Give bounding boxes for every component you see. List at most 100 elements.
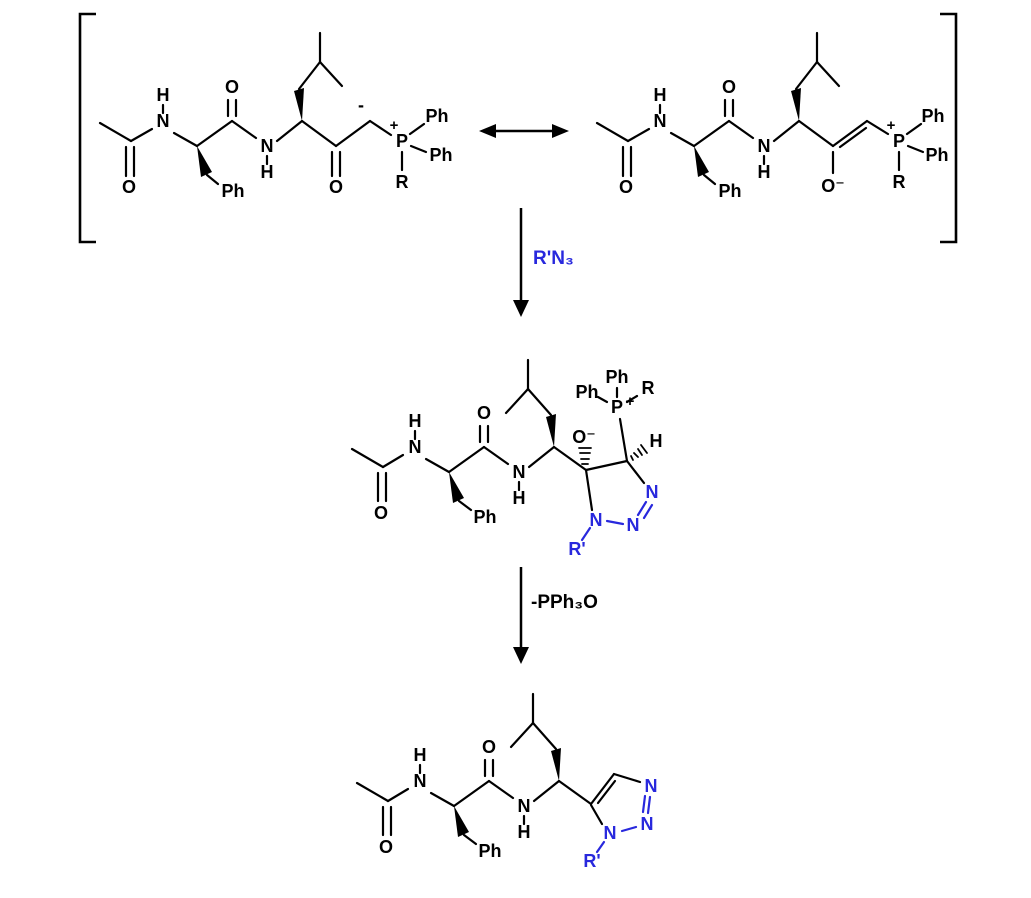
r-group-label: R — [893, 172, 906, 192]
bond-n-rprime — [595, 840, 606, 854]
phenyl-label: Ph — [925, 145, 948, 165]
bond — [527, 445, 556, 469]
phenyl-label: Ph — [425, 106, 448, 126]
hydrogen-label: H — [758, 162, 771, 182]
reagent-label-azide: R'N₃ — [533, 248, 574, 269]
hydrogen-label: H — [409, 411, 422, 431]
bond-n-n — [605, 519, 625, 526]
bond-c-c-double — [589, 772, 616, 806]
structure-enolate-ylide: H N O O N H Ph O⁻ + P Ph Ph R — [595, 31, 949, 201]
bond — [526, 387, 553, 417]
bond-n-n — [620, 825, 638, 833]
oxygen-label: O — [619, 177, 633, 197]
bond — [797, 119, 835, 148]
bond — [318, 60, 344, 88]
bond — [906, 144, 925, 154]
wedge-bond — [197, 146, 212, 177]
step1-arrow: R'N₃ — [513, 208, 574, 317]
bond — [300, 119, 338, 148]
bond — [275, 119, 304, 143]
nitrogen-label: N — [758, 136, 771, 156]
bond — [355, 781, 390, 803]
bond — [772, 119, 801, 143]
bond — [129, 127, 154, 143]
charge-plus: + — [887, 117, 896, 134]
hash-bond-tick — [637, 448, 643, 456]
ring-nitrogen-label: N — [627, 515, 640, 535]
phosphorus-label: P — [611, 397, 623, 417]
nitrogen-label: N — [261, 136, 274, 156]
r-group-label: R — [642, 378, 655, 398]
bond — [557, 779, 593, 806]
reagent-label-pph3o: -PPh₃O — [531, 592, 598, 613]
arrowhead-left — [479, 124, 496, 138]
bond — [334, 119, 372, 148]
bond — [230, 119, 258, 140]
bond — [625, 394, 639, 404]
bond — [626, 127, 651, 143]
bond — [452, 779, 491, 808]
phenyl-label: Ph — [478, 841, 501, 861]
bond — [625, 459, 646, 485]
oxygen-label: O — [379, 837, 393, 857]
bond — [487, 779, 515, 800]
nitrogen-label: N — [654, 111, 667, 131]
phenyl-label: Ph — [575, 382, 598, 402]
bond — [865, 119, 890, 136]
bond — [462, 833, 478, 846]
bond — [368, 119, 393, 137]
nitrogen-label: N — [414, 771, 427, 791]
bond-n-rprime — [580, 526, 592, 542]
arrowhead-down — [513, 300, 529, 317]
wedge-bond — [294, 88, 304, 121]
bond-n-n-double — [641, 794, 647, 814]
bond — [482, 445, 510, 466]
oxygen-label: O — [225, 77, 239, 97]
hash-bond-tick — [633, 452, 639, 458]
bond — [692, 119, 731, 148]
phenyl-label: Ph — [718, 181, 741, 201]
bond — [409, 144, 428, 154]
oxygen-label: O — [482, 737, 496, 757]
arrowhead-down — [513, 647, 529, 664]
wedge-bond — [454, 806, 469, 837]
bond — [905, 122, 923, 136]
bond — [205, 173, 220, 186]
phosphorus-label: P — [893, 131, 905, 151]
bond — [408, 122, 426, 136]
bond — [457, 499, 473, 512]
bond-n-n-double — [642, 503, 654, 520]
arrowhead-right — [552, 124, 569, 138]
bond — [584, 459, 629, 472]
bond — [532, 779, 561, 803]
oxygen-label: O — [374, 503, 388, 523]
wedge-bond — [546, 414, 556, 447]
nitrogen-label: N — [518, 796, 531, 816]
nitrogen-label: N — [157, 111, 170, 131]
bond — [447, 445, 486, 474]
bond — [815, 60, 841, 88]
hydrogen-label: H — [261, 162, 274, 182]
charge-plus: + — [390, 117, 399, 134]
hash-bond-tick — [640, 444, 648, 454]
hydrogen-label: H — [518, 822, 531, 842]
phenyl-label: Ph — [221, 181, 244, 201]
structure-triazoline-intermediate: H N O O N H Ph O⁻ H P + Ph Ph R N N N R' — [350, 358, 663, 559]
bond — [98, 121, 133, 143]
bracket-left — [78, 12, 96, 244]
oxygen-label: O — [722, 77, 736, 97]
bond — [424, 457, 451, 474]
bond — [172, 131, 199, 148]
r-group-label: R — [396, 172, 409, 192]
nitrogen-label: N — [513, 462, 526, 482]
bond-c-c-double — [596, 779, 617, 805]
hydrogen-label: H — [650, 431, 663, 451]
phenyl-label: Ph — [473, 507, 496, 527]
bond — [531, 721, 558, 751]
hash-bond-tick — [630, 455, 634, 461]
ring-nitrogen-label: N — [590, 510, 603, 530]
wedge-bond — [694, 146, 709, 177]
bond — [509, 721, 535, 749]
